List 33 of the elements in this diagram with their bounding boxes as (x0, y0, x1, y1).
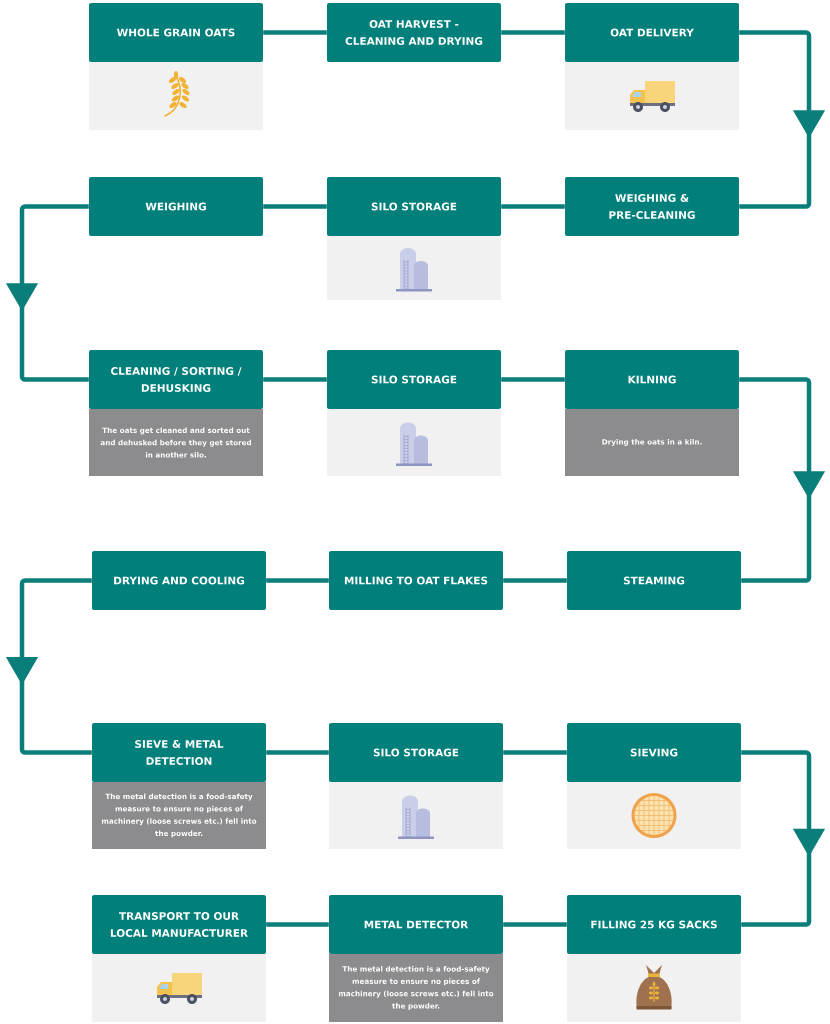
step-box: WEIGHING (89, 177, 263, 236)
step-box: DRYING AND COOLING (92, 551, 266, 610)
step-box: METAL DETECTOR (329, 895, 503, 954)
step-box: OAT DELIVERY (565, 3, 739, 62)
connector (503, 922, 567, 927)
connector (263, 204, 327, 209)
step-box: CLEANING / SORTING / DEHUSKING (89, 350, 263, 409)
step-box: STEAMING (567, 551, 741, 610)
step-box: OAT HARVEST - CLEANING AND DRYING (327, 3, 501, 62)
connector (739, 377, 826, 583)
step-box: TRANSPORT TO OUR LOCAL MANUFACTURER (92, 895, 266, 954)
step-box: SIEVING (567, 723, 741, 782)
connector (741, 750, 826, 927)
step-box: WHOLE GRAIN OATS (89, 3, 263, 62)
connector (266, 578, 329, 583)
step-box: WEIGHING & PRE-CLEANING (565, 177, 739, 236)
connector (266, 922, 329, 927)
connector (263, 30, 327, 35)
connector (501, 204, 565, 209)
connector (503, 578, 567, 583)
connector (503, 750, 567, 755)
step-box: SILO STORAGE (327, 350, 501, 409)
step-box: KILNING (565, 350, 739, 409)
connector (739, 30, 826, 209)
step-box: SIEVE & METAL DETECTION (92, 723, 266, 782)
connector (501, 377, 565, 382)
step-box: MILLING TO OAT FLAKES (329, 551, 503, 610)
step-box: FILLING 25 KG SACKS (567, 895, 741, 954)
step-box: SILO STORAGE (327, 177, 501, 236)
step-box: SILO STORAGE (329, 723, 503, 782)
connector (263, 377, 327, 382)
connector (266, 750, 329, 755)
connector (501, 30, 565, 35)
